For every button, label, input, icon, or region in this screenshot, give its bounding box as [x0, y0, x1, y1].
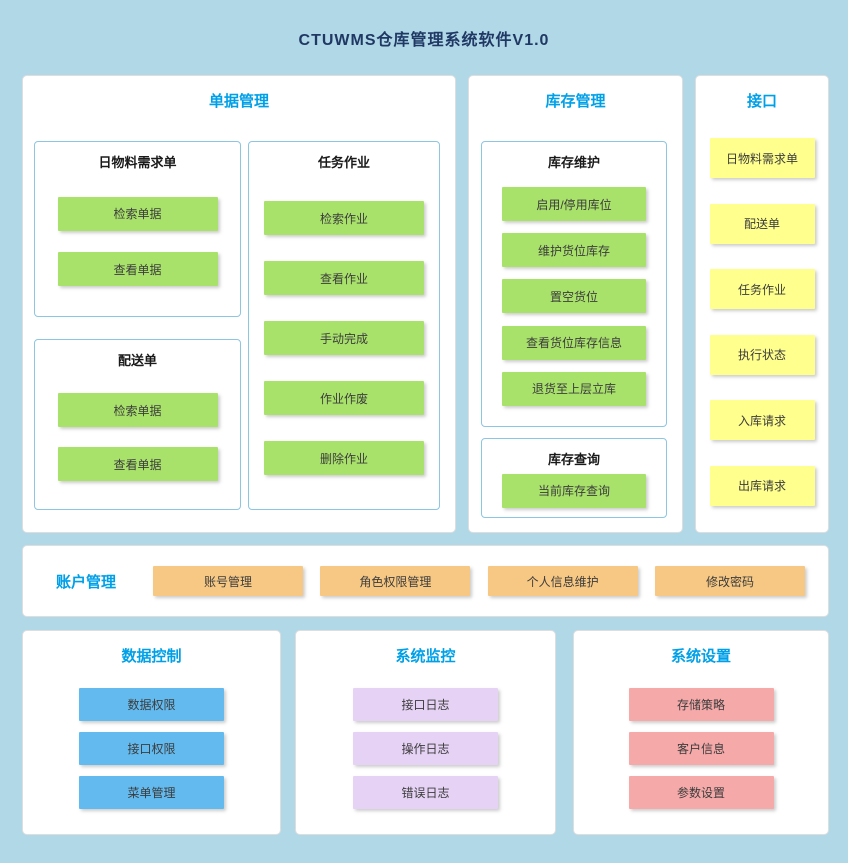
group-buttons: 检索单据 查看单据	[35, 171, 240, 316]
group-title: 配送单	[117, 353, 157, 368]
group-title: 日物料需求单	[98, 155, 177, 170]
panel-interface-title: 接口	[746, 93, 777, 110]
view-document-button[interactable]: 查看单据	[57, 447, 218, 481]
interface-task-button[interactable]: 任务作业	[709, 269, 815, 310]
role-permission-button[interactable]: 角色权限管理	[320, 566, 471, 596]
empty-slot-button[interactable]: 置空货位	[502, 279, 646, 314]
group-title: 库存维护	[547, 155, 600, 170]
interface-execution-status-button[interactable]: 执行状态	[709, 334, 815, 375]
app-title: CTUWMS仓库管理系统软件V1.0	[298, 32, 550, 49]
account-management-button[interactable]: 账号管理	[153, 566, 303, 596]
panel-account-body: 账号管理 角色权限管理 个人信息维护 修改密码	[153, 566, 828, 596]
delete-task-button[interactable]: 删除作业	[264, 441, 424, 475]
panel-account-management: 账户管理 账号管理 角色权限管理 个人信息维护 修改密码	[22, 545, 829, 617]
view-document-button[interactable]: 查看单据	[57, 252, 218, 287]
maintain-slot-stock-button[interactable]: 维护货位库存	[502, 233, 646, 268]
enable-disable-location-button[interactable]: 启用/停用库位	[502, 187, 646, 222]
group-buttons: 启用/停用库位 维护货位库存 置空货位 查看货位库存信息 退货至上层立库	[482, 171, 666, 426]
panel-document-title: 单据管理	[208, 93, 269, 110]
storage-policy-button[interactable]: 存储策略	[628, 688, 774, 721]
panel-system-monitoring: 系统监控 接口日志 操作日志 错误日志	[295, 630, 556, 835]
panel-data-control: 数据控制 数据权限 接口权限 菜单管理	[22, 630, 281, 835]
interface-log-button[interactable]: 接口日志	[353, 688, 498, 721]
interface-permission-button[interactable]: 接口权限	[79, 732, 224, 765]
manual-complete-button[interactable]: 手动完成	[264, 321, 424, 355]
personal-info-button[interactable]: 个人信息维护	[487, 566, 638, 596]
panel-system-settings: 系统设置 存储策略 客户信息 参数设置	[573, 630, 829, 835]
menu-management-button[interactable]: 菜单管理	[79, 776, 224, 809]
group-task-operations: 任务作业 检索作业 查看作业 手动完成 作业作废 删除作业	[248, 141, 440, 510]
panel-account-title: 账户管理	[56, 573, 117, 591]
interface-delivery-order-button[interactable]: 配送单	[709, 203, 815, 244]
error-log-button[interactable]: 错误日志	[353, 776, 498, 809]
interface-inbound-request-button[interactable]: 入库请求	[709, 400, 815, 441]
view-slot-stock-info-button[interactable]: 查看货位库存信息	[502, 325, 646, 360]
customer-info-button[interactable]: 客户信息	[628, 732, 774, 765]
group-inventory-query: 库存查询 当前库存查询	[481, 438, 667, 518]
panel-system-settings-body: 存储策略 客户信息 参数设置	[574, 677, 828, 820]
view-task-button[interactable]: 查看作业	[264, 261, 424, 295]
group-title: 库存查询	[547, 452, 600, 467]
invalidate-task-button[interactable]: 作业作废	[264, 381, 424, 415]
data-permission-button[interactable]: 数据权限	[79, 688, 224, 721]
return-to-upper-warehouse-button[interactable]: 退货至上层立库	[502, 371, 646, 406]
current-stock-query-button[interactable]: 当前库存查询	[502, 473, 646, 508]
panel-system-monitoring-body: 接口日志 操作日志 错误日志	[296, 677, 555, 820]
panel-data-control-title: 数据控制	[121, 648, 182, 665]
group-title: 任务作业	[317, 155, 370, 170]
panel-inventory-title: 库存管理	[545, 93, 606, 110]
panel-document-management: 单据管理 日物料需求单 检索单据 查看单据 配送单 检索单据 查看单据	[22, 75, 456, 533]
group-buttons: 检索单据 查看单据	[35, 369, 240, 509]
group-buttons: 当前库存查询	[482, 468, 666, 517]
group-delivery-order: 配送单 检索单据 查看单据	[34, 339, 241, 510]
document-left-column: 日物料需求单 检索单据 查看单据 配送单 检索单据 查看单据	[34, 141, 241, 510]
panel-system-monitoring-title: 系统监控	[395, 648, 456, 665]
panel-document-body: 日物料需求单 检索单据 查看单据 配送单 检索单据 查看单据 任务作业	[34, 141, 440, 510]
search-document-button[interactable]: 检索单据	[57, 393, 218, 427]
operation-log-button[interactable]: 操作日志	[353, 732, 498, 765]
panel-system-settings-title: 系统设置	[670, 648, 731, 665]
search-task-button[interactable]: 检索作业	[264, 201, 424, 235]
parameter-settings-button[interactable]: 参数设置	[628, 776, 774, 809]
group-buttons: 检索作业 查看作业 手动完成 作业作废 删除作业	[249, 171, 439, 509]
panel-inventory-management: 库存管理 库存维护 启用/停用库位 维护货位库存 置空货位 查看货位库存信息 退…	[468, 75, 683, 533]
interface-daily-material-button[interactable]: 日物料需求单	[709, 138, 815, 178]
group-inventory-maintenance: 库存维护 启用/停用库位 维护货位库存 置空货位 查看货位库存信息 退货至上层立…	[481, 141, 667, 427]
group-daily-material-request: 日物料需求单 检索单据 查看单据	[34, 141, 241, 317]
panel-data-control-body: 数据权限 接口权限 菜单管理	[23, 677, 280, 820]
panel-interface: 接口 日物料需求单 配送单 任务作业 执行状态 入库请求 出库请求	[695, 75, 829, 533]
change-password-button[interactable]: 修改密码	[654, 566, 805, 596]
search-document-button[interactable]: 检索单据	[57, 196, 218, 231]
panel-interface-body: 日物料需求单 配送单 任务作业 执行状态 入库请求 出库请求	[696, 138, 828, 506]
interface-outbound-request-button[interactable]: 出库请求	[709, 465, 815, 506]
panel-inventory-body: 库存维护 启用/停用库位 维护货位库存 置空货位 查看货位库存信息 退货至上层立…	[481, 141, 667, 518]
